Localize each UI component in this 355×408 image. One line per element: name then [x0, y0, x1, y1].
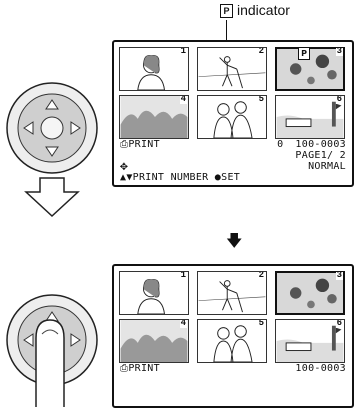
- thumbnail-3-selected[interactable]: P 3: [275, 47, 345, 91]
- page-indicator: PAGE1/ 2: [120, 150, 346, 161]
- thumbnail-number: 3: [336, 47, 343, 56]
- print-label: ⎙PRINT: [120, 363, 160, 374]
- operation-hint: ▲▼PRINT NUMBER ●SET: [120, 172, 346, 183]
- thumbnail-grid: 1 2 P 3 4 5 6: [114, 42, 352, 139]
- thumbnail-number: 5: [258, 95, 265, 104]
- thumbnail-3-selected[interactable]: 3: [275, 271, 345, 315]
- control-pad-bottom: [2, 290, 102, 407]
- thumbnail-number: 3: [336, 271, 343, 280]
- lcd-info-area: ⎙PRINT 0 100-0003 PAGE1/ 2 ✥ NORMAL ▲▼PR…: [114, 139, 352, 185]
- thumbnail-6[interactable]: 6: [275, 95, 345, 139]
- thumbnail-1[interactable]: 1: [119, 47, 189, 91]
- thumbnail-6[interactable]: 6: [275, 319, 345, 363]
- callout-leader-line: [226, 20, 227, 40]
- thumbnail-number: 4: [180, 95, 187, 104]
- thumbnail-grid: 1 2 3 4 5 6: [114, 266, 352, 363]
- thumbnail-number: 2: [258, 47, 265, 56]
- lcd-screen-bottom: 1 2 3 4 5 6 ⎙PRINT 100-0003: [112, 264, 354, 408]
- p-badge-icon: P: [220, 4, 233, 18]
- cross-key-icon: ✥: [120, 161, 128, 172]
- thumbnail-number: 2: [258, 271, 265, 280]
- thumbnail-5[interactable]: 5: [197, 319, 267, 363]
- thumbnail-number: 1: [180, 271, 187, 280]
- thumbnail-number: 5: [258, 319, 265, 328]
- print-count: 0: [277, 139, 283, 150]
- thumbnail-number: 1: [180, 47, 187, 56]
- thumbnail-number: 4: [180, 319, 187, 328]
- print-indicator-icon: P: [298, 47, 310, 60]
- thumbnail-2[interactable]: 2: [197, 47, 267, 91]
- print-mode: NORMAL: [308, 161, 346, 172]
- control-pad-top: [2, 78, 102, 218]
- thumbnail-number: 6: [336, 319, 343, 328]
- lcd-info-area: ⎙PRINT 100-0003: [114, 363, 352, 376]
- step-down-arrow-icon: 🡇: [226, 230, 242, 257]
- file-number: 100-0003: [295, 139, 346, 150]
- callout-label: indicator: [237, 2, 290, 18]
- thumbnail-5[interactable]: 5: [197, 95, 267, 139]
- thumbnail-number: 6: [336, 95, 343, 104]
- thumbnail-4[interactable]: 4: [119, 319, 189, 363]
- file-number: 100-0003: [295, 363, 346, 374]
- thumbnail-4[interactable]: 4: [119, 95, 189, 139]
- lcd-screen-top: 1 2 P 3 4 5 6 ⎙PRINT 0 100-0003 PAGE: [112, 40, 354, 187]
- print-label: ⎙PRINT: [120, 139, 160, 150]
- thumbnail-1[interactable]: 1: [119, 271, 189, 315]
- thumbnail-2[interactable]: 2: [197, 271, 267, 315]
